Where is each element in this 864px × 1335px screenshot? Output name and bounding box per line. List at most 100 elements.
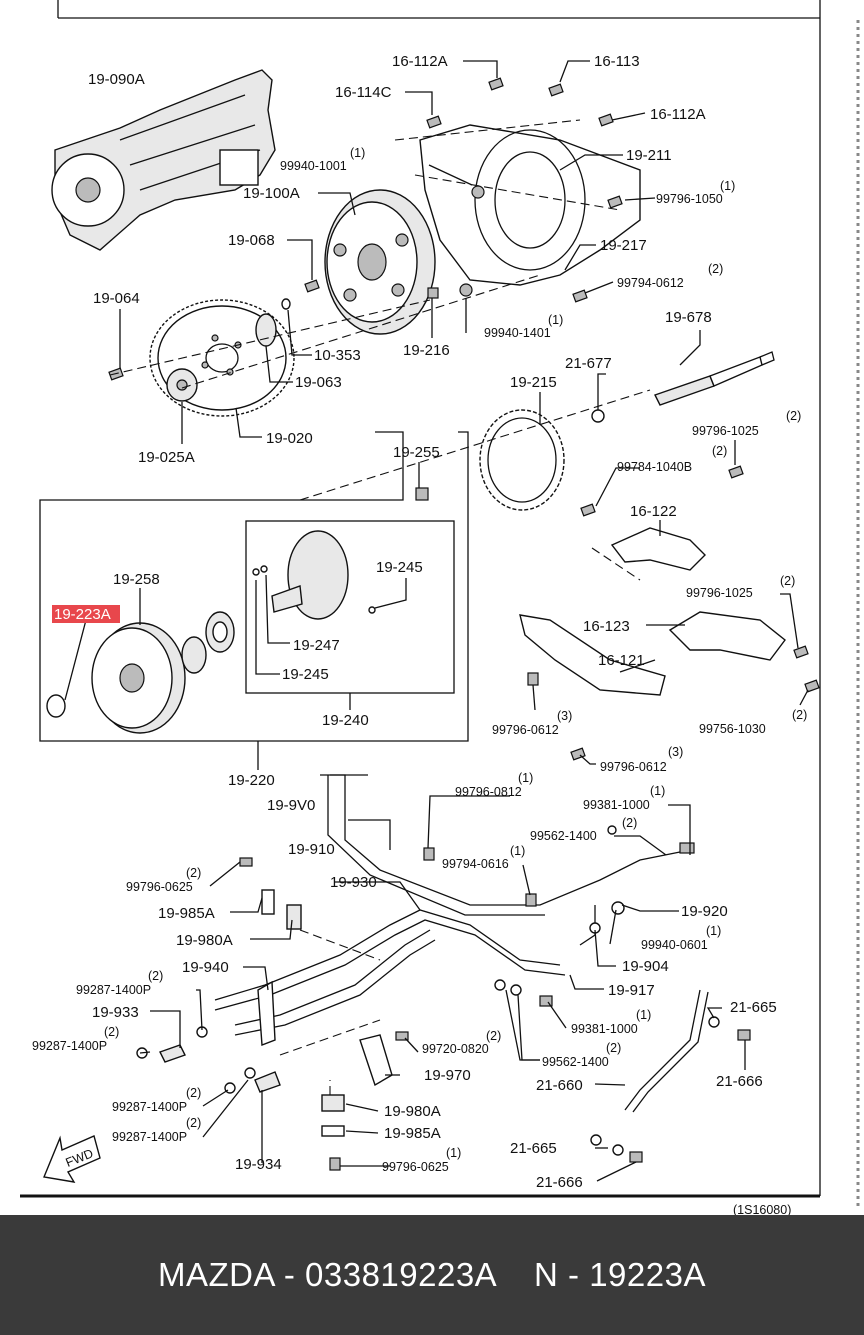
label-21-666-bottom: 21-666 xyxy=(536,1174,583,1191)
label-partial-code: (1S16080) xyxy=(733,1203,791,1215)
highlight-marker xyxy=(52,605,120,623)
label-19-090A: 19-090A xyxy=(88,71,145,88)
label-19-247: 19-247 xyxy=(293,637,340,654)
label-qty: (1) xyxy=(510,844,525,858)
label-qty: (2) xyxy=(780,574,795,588)
label-19-920: 19-920 xyxy=(681,903,728,920)
label-qty: (1) xyxy=(548,313,563,327)
label-qty: (1) xyxy=(636,1008,651,1022)
drive-plate xyxy=(149,298,295,417)
label-99287-1400P-b: 99287-1400P xyxy=(32,1039,107,1053)
label-19-245a: 19-245 xyxy=(376,559,423,576)
label-qty: (2) xyxy=(186,1116,201,1130)
label-99794-0612: 99794-0612 xyxy=(617,276,684,290)
label-99796-0625a: 99796-0625 xyxy=(126,880,193,894)
label-21-665-bottom: 21-665 xyxy=(510,1140,557,1157)
label-19-211: 19-211 xyxy=(626,147,672,164)
part-number-caption: MAZDA - 033819223A N - 19223A xyxy=(158,1256,706,1293)
label-99796-0625b: 99796-0625 xyxy=(382,1160,449,1174)
label-99796-0612a: 99796-0612 xyxy=(492,723,559,737)
label-16-112A-right: 16-112A xyxy=(650,106,706,123)
label-21-666-top: 21-666 xyxy=(716,1073,763,1090)
label-16-121: 16-121 xyxy=(598,652,645,669)
label-qty: (2) xyxy=(792,708,807,722)
hoses xyxy=(136,1026,281,1094)
alignment-lines xyxy=(109,119,651,1095)
label-16-114C: 16-114C xyxy=(335,84,392,101)
label-99381-1000a: 99381-1000 xyxy=(583,798,650,812)
label-19-245b: 19-245 xyxy=(282,666,329,683)
label-19-064: 19-064 xyxy=(93,290,140,307)
label-qty: (2) xyxy=(186,866,201,880)
label-19-930: 19-930 xyxy=(330,874,377,891)
label-19-240: 19-240 xyxy=(322,712,369,729)
label-19-068: 19-068 xyxy=(228,232,275,249)
label-qty: (1) xyxy=(650,784,665,798)
label-99796-1025b: 99796-1025 xyxy=(686,586,753,600)
input-shaft xyxy=(591,351,775,423)
label-qty: (3) xyxy=(668,745,683,759)
label-19-063: 19-063 xyxy=(295,374,342,391)
label-99784-1040B: 99784-1040B xyxy=(617,460,692,474)
label-99796-1050: 99796-1050 xyxy=(656,192,723,206)
label-19-020: 19-020 xyxy=(266,430,313,447)
label-qty: (1) xyxy=(350,146,365,160)
converter-housing xyxy=(419,124,641,286)
label-qty: (3) xyxy=(557,709,572,723)
oil-pump xyxy=(46,530,376,734)
label-19-940: 19-940 xyxy=(182,959,229,976)
label-qty: (2) xyxy=(622,816,637,830)
label-19-215: 19-215 xyxy=(510,374,557,391)
label-16-113: 16-113 xyxy=(594,53,640,70)
pump-gasket xyxy=(479,409,565,511)
label-19-255: 19-255 xyxy=(393,444,440,461)
label-19-917: 19-917 xyxy=(608,982,655,999)
parts-diagram: FWD 19-090A 16-112A 16-113 16-114C 16-11… xyxy=(20,0,860,1215)
label-99796-0812: 99796-0812 xyxy=(455,785,522,799)
label-19-220: 19-220 xyxy=(228,772,275,789)
label-19-933: 19-933 xyxy=(92,1004,139,1021)
leader-lines xyxy=(64,60,809,1182)
brackets xyxy=(519,527,786,696)
part-labels: 19-090A 16-112A 16-113 16-114C 16-112A (… xyxy=(32,53,807,1215)
label-19-980A-bottom: 19-980A xyxy=(384,1103,441,1120)
label-19-904: 19-904 xyxy=(622,958,669,975)
label-16-122: 16-122 xyxy=(630,503,677,520)
label-qty: (2) xyxy=(606,1041,621,1055)
label-qty: (2) xyxy=(786,409,801,423)
label-99796-1025: 99796-1025 xyxy=(692,424,759,438)
label-19-970: 19-970 xyxy=(424,1067,471,1084)
label-99720-0820: 99720-0820 xyxy=(422,1042,489,1056)
label-19-985A-top: 19-985A xyxy=(158,905,215,922)
pump-group-box xyxy=(39,431,469,742)
label-19-910: 19-910 xyxy=(288,841,335,858)
label-19-9V0: 19-9V0 xyxy=(267,797,315,814)
label-19-980A-top: 19-980A xyxy=(176,932,233,949)
label-21-665-top: 21-665 xyxy=(730,999,777,1016)
label-21-660: 21-660 xyxy=(536,1077,583,1094)
clips xyxy=(239,825,751,1171)
label-16-123: 16-123 xyxy=(583,618,630,635)
label-qty: (1) xyxy=(720,179,735,193)
label-99287-1400P-d: 99287-1400P xyxy=(112,1130,187,1144)
label-qty: (2) xyxy=(186,1086,201,1100)
label-99287-1400P-c: 99287-1400P xyxy=(112,1100,187,1114)
label-99381-1000b: 99381-1000 xyxy=(571,1022,638,1036)
label-19-934: 19-934 xyxy=(235,1156,282,1173)
label-qty: (1) xyxy=(706,924,721,938)
label-99796-0612b: 99796-0612 xyxy=(600,760,667,774)
label-99562-1400a: 99562-1400 xyxy=(530,829,597,843)
label-99940-1001: 99940-1001 xyxy=(280,159,347,173)
label-qty: (2) xyxy=(712,444,727,458)
label-19-216: 19-216 xyxy=(403,342,450,359)
transmission-assembly xyxy=(51,69,276,251)
label-99940-1401: 99940-1401 xyxy=(484,326,551,340)
label-21-677: 21-677 xyxy=(565,355,612,372)
label-qty: (2) xyxy=(104,1025,119,1039)
label-16-112A-top: 16-112A xyxy=(392,53,448,70)
torque-converter xyxy=(324,189,436,335)
label-99562-1400b: 99562-1400 xyxy=(542,1055,609,1069)
label-10-353: 10-353 xyxy=(314,347,361,364)
label-qty: (2) xyxy=(708,262,723,276)
exploded-view-svg: FWD 19-090A 16-112A 16-113 16-114C 16-11… xyxy=(20,0,860,1215)
